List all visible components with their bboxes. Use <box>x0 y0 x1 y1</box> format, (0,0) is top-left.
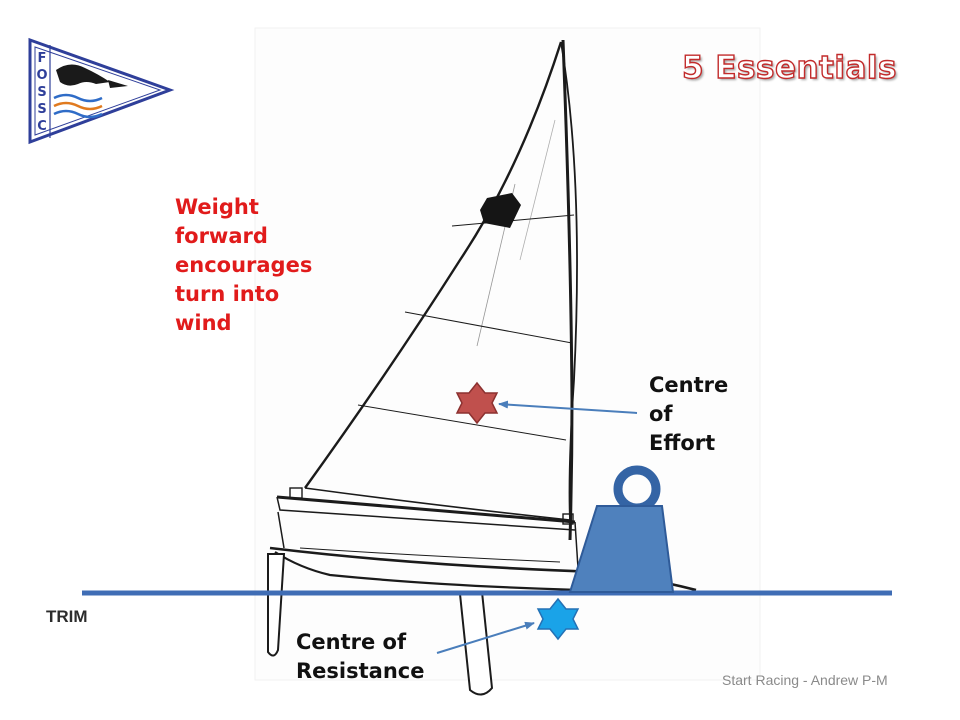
resistance-arrow <box>436 621 535 654</box>
weight-note-line: wind <box>175 311 232 335</box>
footer-credit: Start Racing - Andrew P-M <box>722 672 888 688</box>
logo-letter: F <box>38 51 47 66</box>
effort-arrow <box>498 400 638 414</box>
weight-note: Weight forward encourages turn into wind <box>175 193 350 338</box>
centre-of-effort-star <box>455 381 499 425</box>
rudder <box>267 553 286 657</box>
slide-title: 5 Essentials <box>681 49 897 86</box>
effort-label-line: of <box>649 402 673 426</box>
trim-label: TRIM <box>46 607 88 626</box>
effort-label-line: Centre <box>649 373 729 397</box>
mast <box>561 39 574 541</box>
logo-letter: S <box>37 85 46 100</box>
sail-insignia <box>480 193 521 228</box>
logo-letter: C <box>37 119 47 134</box>
centre-of-resistance-label: Centre of Resistance <box>296 628 424 686</box>
weight-note-line: Weight <box>175 195 259 219</box>
logo-letter: O <box>36 68 47 83</box>
effort-label-line: Effort <box>649 431 716 455</box>
centre-of-resistance-star <box>536 597 580 641</box>
centre-of-effort-label: Centre of Effort <box>649 371 728 458</box>
centreboard <box>458 590 494 696</box>
weight-icon <box>568 465 675 593</box>
drawing-backdrop <box>254 27 761 681</box>
logo-letter: S <box>37 102 46 117</box>
resistance-label-line: Resistance <box>296 659 425 683</box>
resistance-label-line: Centre of <box>296 630 407 654</box>
hull <box>269 487 697 594</box>
weight-note-line: forward <box>175 224 268 248</box>
weight-note-line: encourages <box>175 253 313 277</box>
weight-note-line: turn into <box>175 282 280 306</box>
